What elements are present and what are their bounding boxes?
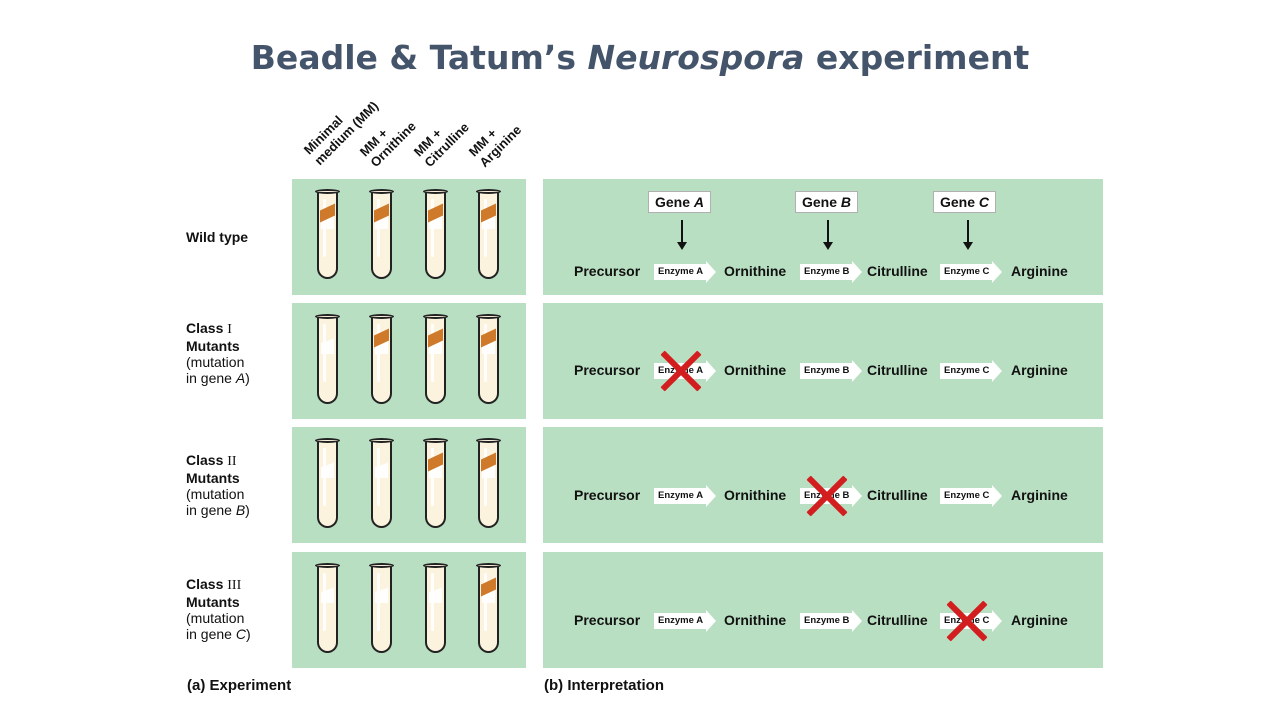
blocked-x-icon bbox=[805, 474, 849, 518]
gene-label-c: Gene C bbox=[933, 191, 997, 213]
test-tube bbox=[315, 189, 340, 279]
blocked-x-icon bbox=[659, 349, 703, 393]
gene-b-arrow-icon bbox=[823, 220, 833, 250]
enzyme-arrow-a: Enzyme A bbox=[654, 610, 716, 632]
test-tube bbox=[423, 189, 448, 279]
enzyme-arrow-c: Enzyme C bbox=[940, 261, 1002, 283]
caption-experiment: (a) Experiment bbox=[187, 677, 292, 694]
slide-title: Beadle & Tatum’s Neurospora experiment bbox=[0, 38, 1280, 77]
enzyme-arrow-b: Enzyme B bbox=[800, 610, 862, 632]
compound-ornithine: Ornithine bbox=[724, 487, 787, 503]
compound-precursor: Precursor bbox=[574, 263, 641, 279]
compound-citrulline: Citrulline bbox=[867, 612, 928, 628]
test-tube bbox=[423, 563, 448, 653]
gene-a-arrow-icon bbox=[677, 220, 687, 250]
interpretation-panel-class-3 bbox=[543, 552, 1103, 668]
test-tube bbox=[476, 563, 501, 653]
compound-ornithine: Ornithine bbox=[724, 612, 787, 628]
column-header-citrulline: MM +Citrulline bbox=[410, 119, 472, 170]
test-tube bbox=[369, 438, 394, 528]
test-tube bbox=[476, 189, 501, 279]
compound-arginine: Arginine bbox=[1011, 362, 1068, 378]
compound-citrulline: Citrulline bbox=[867, 487, 928, 503]
interpretation-panel-class-1 bbox=[543, 303, 1103, 419]
test-tube bbox=[315, 438, 340, 528]
compound-precursor: Precursor bbox=[574, 612, 641, 628]
compound-citrulline: Citrulline bbox=[867, 263, 928, 279]
compound-arginine: Arginine bbox=[1011, 263, 1068, 279]
test-tube bbox=[315, 563, 340, 653]
blocked-x-icon bbox=[945, 599, 989, 643]
test-tube bbox=[476, 314, 501, 404]
enzyme-arrow-a: Enzyme A bbox=[654, 485, 716, 507]
caption-interpretation: (b) Interpretation bbox=[544, 677, 665, 694]
test-tube bbox=[315, 314, 340, 404]
gene-label-a: Gene A bbox=[648, 191, 712, 213]
row-label-class-1: Class I Mutants (mutation in gene A) bbox=[186, 320, 250, 386]
row-label-class-2: Class II Mutants (mutation in gene B) bbox=[186, 452, 250, 518]
compound-ornithine: Ornithine bbox=[724, 362, 787, 378]
row-label-wild-type: Wild type bbox=[186, 229, 249, 245]
compound-arginine: Arginine bbox=[1011, 487, 1068, 503]
compound-citrulline: Citrulline bbox=[867, 362, 928, 378]
compound-arginine: Arginine bbox=[1011, 612, 1068, 628]
compound-ornithine: Ornithine bbox=[724, 263, 787, 279]
test-tube bbox=[369, 189, 394, 279]
test-tube bbox=[476, 438, 501, 528]
enzyme-arrow-a: Enzyme A bbox=[654, 261, 716, 283]
title-main: Beadle & Tatum’s bbox=[250, 38, 588, 77]
title-italic: Neurospora bbox=[587, 38, 805, 77]
title-rest: experiment bbox=[804, 38, 1030, 77]
test-tube bbox=[423, 314, 448, 404]
gene-label-b: Gene B bbox=[795, 191, 859, 213]
column-header-arginine: MM +Arginine bbox=[465, 122, 525, 170]
enzyme-arrow-b: Enzyme B bbox=[800, 261, 862, 283]
test-tube bbox=[369, 314, 394, 404]
enzyme-arrow-c: Enzyme C bbox=[940, 485, 1002, 507]
test-tube bbox=[423, 438, 448, 528]
test-tube bbox=[369, 563, 394, 653]
gene-c-arrow-icon bbox=[963, 220, 973, 250]
compound-precursor: Precursor bbox=[574, 362, 641, 378]
enzyme-arrow-c: Enzyme C bbox=[940, 360, 1002, 382]
enzyme-arrow-b: Enzyme B bbox=[800, 360, 862, 382]
compound-precursor: Precursor bbox=[574, 487, 641, 503]
row-label-class-3: Class III Mutants (mutation in gene C) bbox=[186, 576, 251, 642]
